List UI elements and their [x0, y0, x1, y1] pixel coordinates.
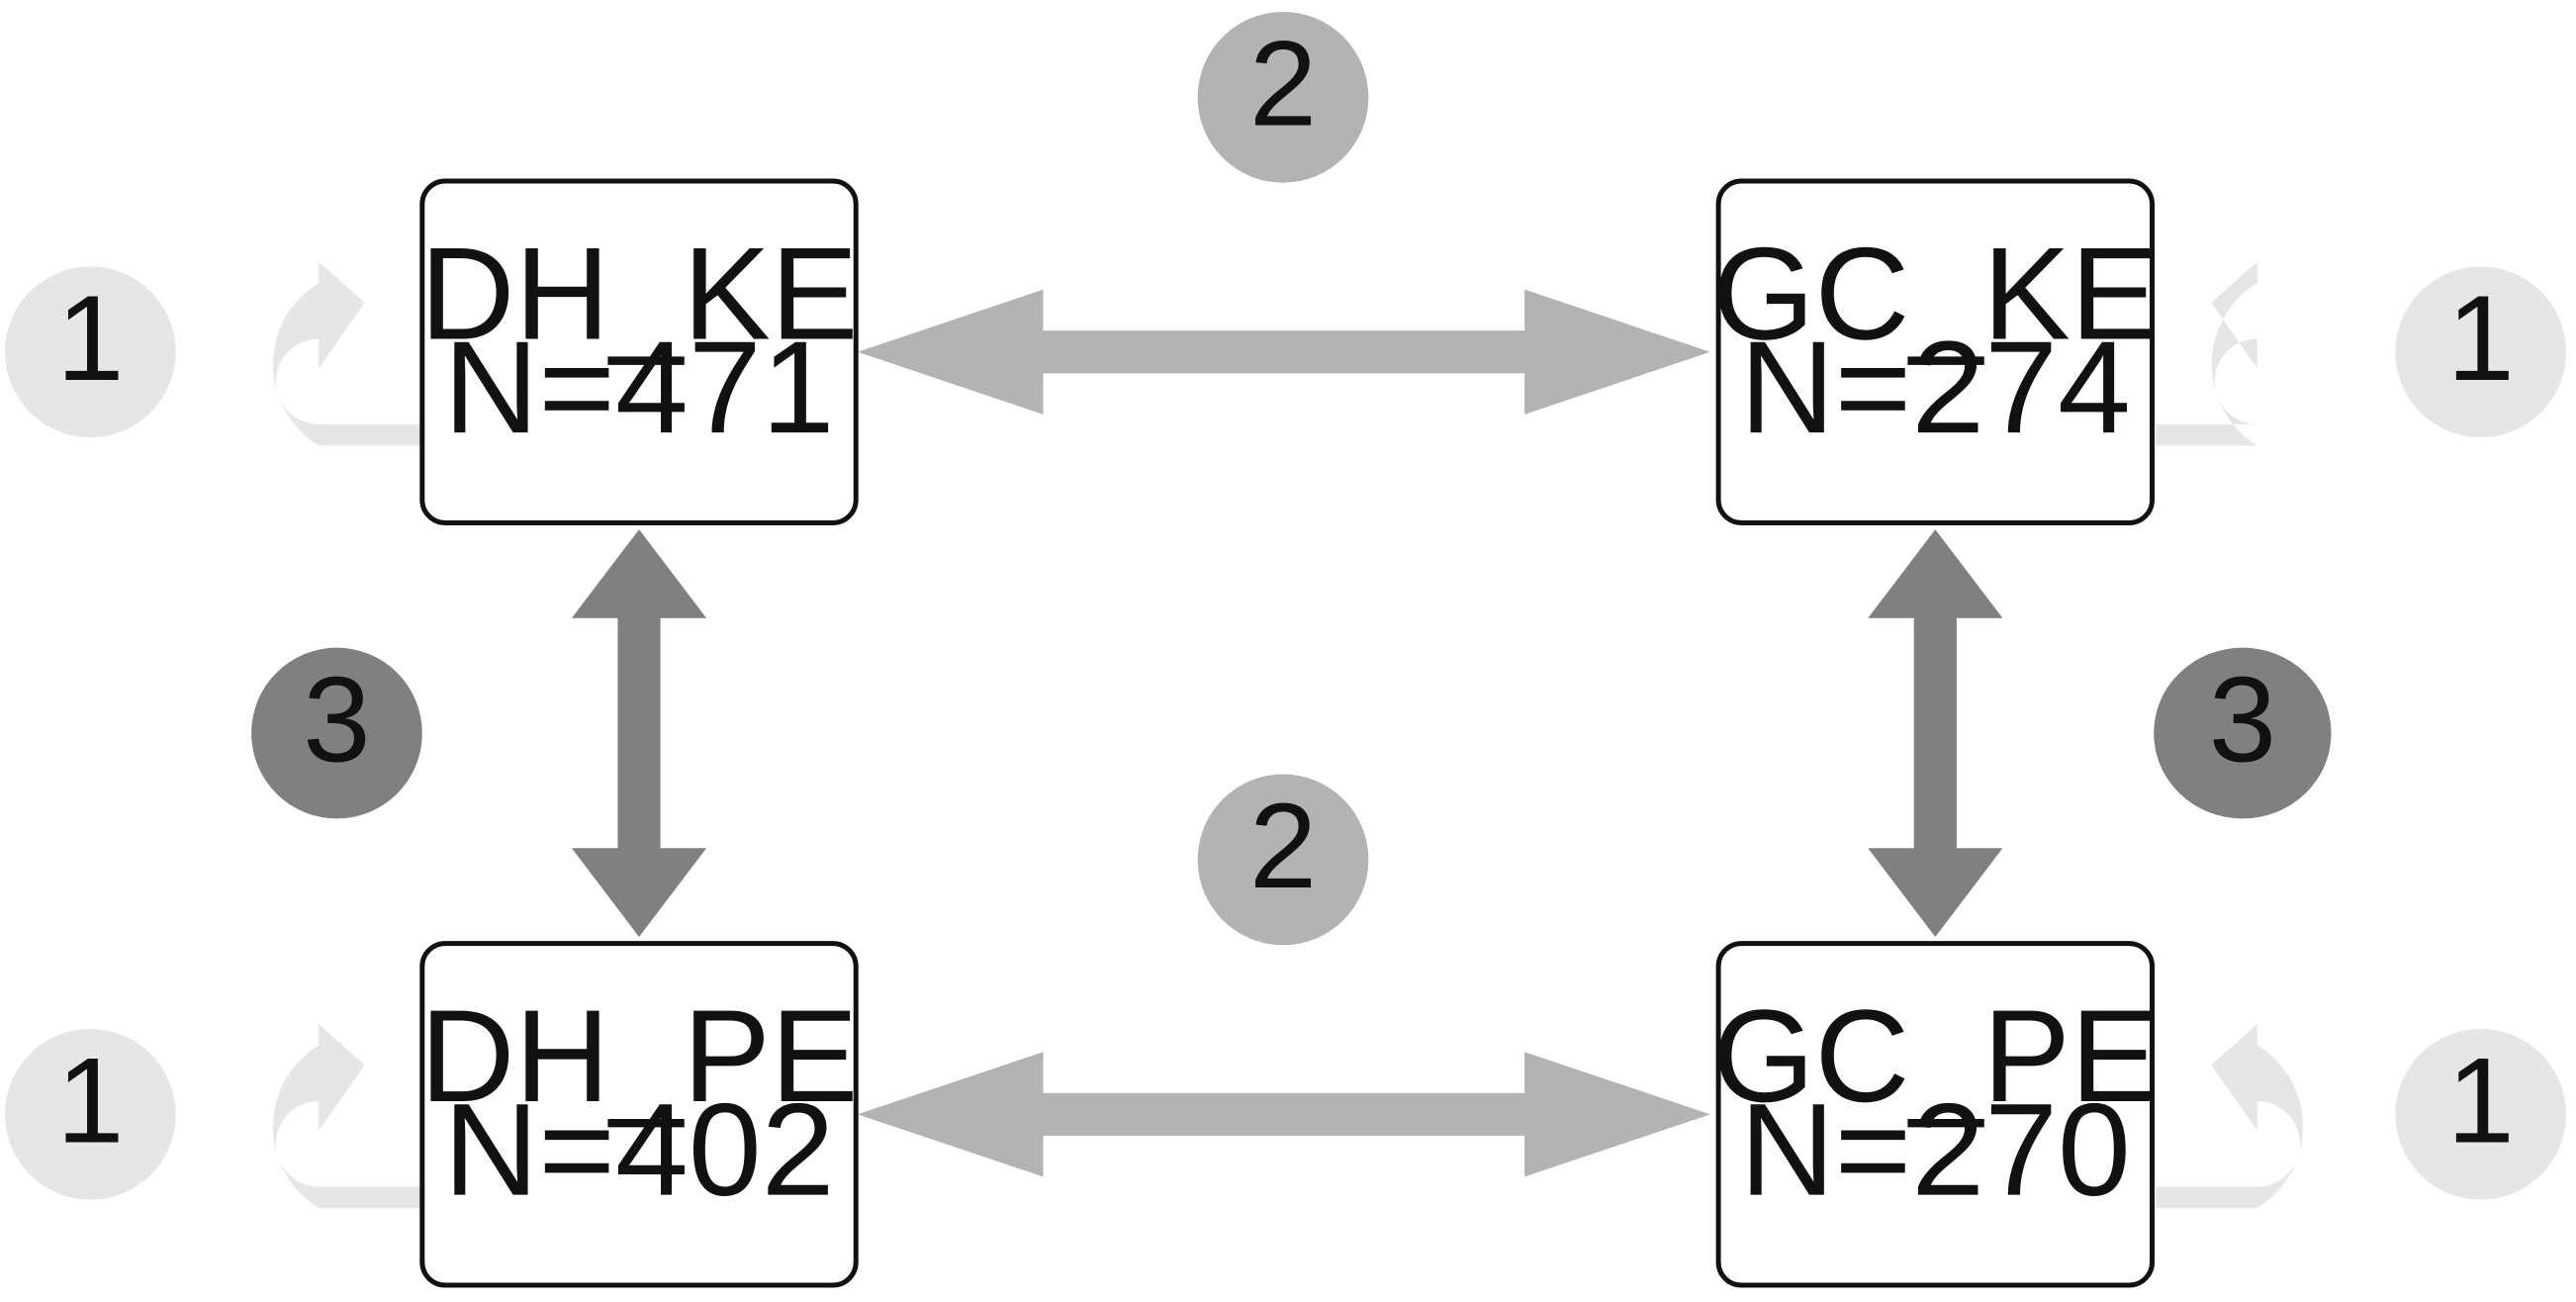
- node-dh-pe: DH_PE N=402: [419, 941, 859, 1288]
- link-arrow-dh-ke-gc-ke: [857, 289, 1710, 415]
- node-gc-pe-count: N=270: [1740, 1077, 2131, 1224]
- node-gc-pe-name: GC_PE: [1712, 983, 2158, 1130]
- self-loop-arrow-dh-pe: [273, 1023, 421, 1208]
- badge-1-gc-pe: 1: [2395, 1028, 2567, 1200]
- self-loop-arrow-gc-pe: [2155, 1023, 2303, 1208]
- node-gc-ke-count: N=274: [1740, 315, 2131, 461]
- self-loop-arrow-dh-ke: [273, 261, 421, 446]
- svg-text:2: 2: [1249, 17, 1317, 152]
- svg-text:1: 1: [2447, 271, 2515, 407]
- badge-2-top: 2: [1197, 11, 1369, 183]
- svg-text:1: 1: [2447, 1034, 2515, 1169]
- link-arrow-dh-pe-gc-pe: [857, 1052, 1710, 1177]
- svg-text:3: 3: [303, 652, 370, 788]
- node-dh-pe-count: N=402: [443, 1077, 834, 1224]
- svg-text:1: 1: [56, 1034, 124, 1169]
- node-dh-ke-name: DH_KE: [420, 221, 859, 367]
- badge-3-left: 3: [251, 647, 422, 819]
- link-arrow-dh-ke-dh-pe: [571, 529, 707, 937]
- node-dh-ke: DH_KE N=471: [419, 178, 859, 525]
- svg-text:3: 3: [2209, 652, 2276, 788]
- badge-1-gc-ke: 1: [2395, 266, 2567, 438]
- node-gc-ke: GC_KE N=274: [1712, 178, 2159, 525]
- svg-text:1: 1: [56, 271, 124, 407]
- node-dh-pe-name: DH_PE: [420, 983, 859, 1130]
- link-arrow-gc-ke-gc-pe: [1868, 529, 2003, 937]
- node-gc-ke-name: GC_KE: [1712, 221, 2158, 367]
- badge-1-dh-ke: 1: [4, 266, 176, 438]
- badge-1-dh-pe: 1: [4, 1028, 176, 1200]
- self-loop-arrow-gc-ke: [2155, 261, 2257, 446]
- svg-text:2: 2: [1249, 779, 1317, 914]
- badge-3-right: 3: [2154, 647, 2332, 819]
- node-gc-pe: GC_PE N=270: [1712, 941, 2159, 1288]
- node-dh-ke-count: N=471: [443, 315, 834, 461]
- badge-2-bottom: 2: [1197, 774, 1369, 946]
